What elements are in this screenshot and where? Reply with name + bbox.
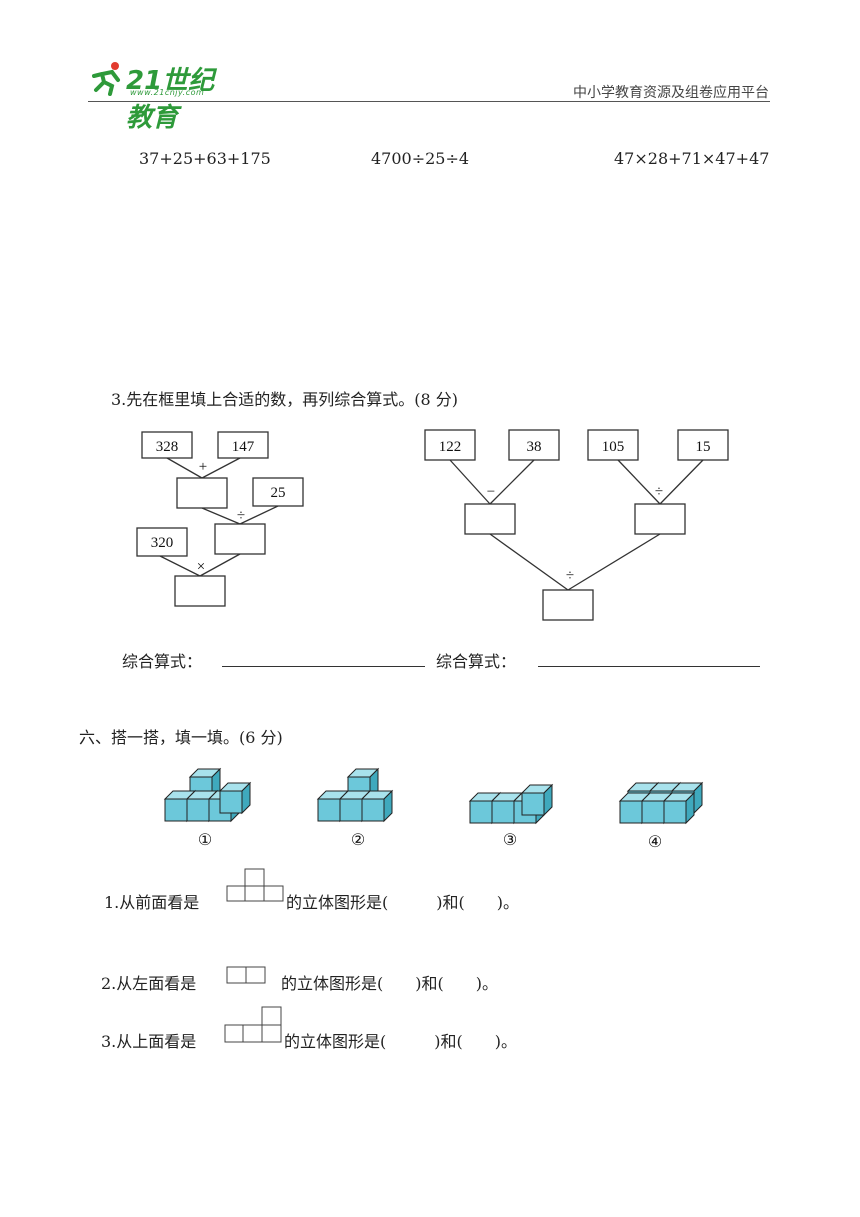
- formula-label-2: 综合算式：: [436, 652, 517, 671]
- calc-tree-1: 328 147 + 25 ÷ 320 ×: [136, 431, 304, 607]
- top-view-icon: [224, 1006, 282, 1043]
- tree2-op3: ÷: [566, 568, 574, 584]
- calc-tree-2: 122 38 − 105 15 ÷ ÷: [424, 429, 729, 621]
- expression-3: 47×28+71×47+47: [614, 149, 770, 168]
- tree2-blank-quotient[interactable]: [634, 503, 686, 535]
- tree1-box-25: [252, 477, 304, 507]
- s6-q2-suffix: 的立体图形是( )和( )。: [281, 974, 498, 993]
- tree2-blank-difference[interactable]: [464, 503, 516, 535]
- cube-figures: ① ② ③ ④: [164, 768, 703, 851]
- figure-label-4: ④: [648, 834, 662, 851]
- s6-q3-prefix: 3.从上面看是: [101, 1032, 197, 1051]
- expression-1: 37+25+63+175: [139, 149, 271, 168]
- tree2-n1: 122: [439, 439, 462, 455]
- s6-q1-suffix: 的立体图形是( )和( )。: [286, 893, 519, 912]
- tree2-op1: −: [487, 484, 495, 500]
- figure-3: [469, 784, 553, 824]
- tree1-n4: 320: [151, 535, 174, 551]
- tree2-n2: 38: [527, 439, 542, 455]
- figure-2: [317, 768, 393, 822]
- logo-url: www.21cnjy.com: [130, 88, 205, 97]
- tree2-op2: ÷: [655, 484, 663, 500]
- tree1-box-320: [136, 527, 188, 557]
- tree1-box-328: [141, 431, 193, 459]
- s6-q3-suffix: 的立体图形是( )和( )。: [284, 1032, 517, 1051]
- tree1-blank-sum[interactable]: [176, 477, 228, 509]
- tree1-op3: ×: [197, 559, 205, 575]
- logo: 21世纪教育 www.21cnjy.com: [90, 58, 240, 133]
- tree1-box-147: [217, 431, 269, 459]
- figure-label-2: ②: [351, 832, 365, 849]
- tree2-box-105: [587, 429, 639, 461]
- header-divider: [88, 101, 770, 102]
- tree2-box-38: [508, 429, 560, 461]
- tree1-op2: ÷: [237, 508, 245, 524]
- tree1-n1: 328: [156, 439, 179, 455]
- section-6-title: 六、搭一搭，填一填。(6 分): [79, 728, 283, 747]
- logo-text: 21世纪教育: [126, 66, 215, 133]
- tree1-op1: +: [199, 459, 207, 475]
- figure-label-3: ③: [503, 832, 517, 849]
- figure-1: [164, 768, 251, 822]
- formula-answer-line-1[interactable]: [222, 666, 425, 667]
- tree2-n3: 105: [602, 439, 625, 455]
- formula-answer-line-2[interactable]: [538, 666, 760, 667]
- tree1-blank-product[interactable]: [174, 575, 226, 607]
- tree1-n3: 25: [271, 485, 286, 501]
- tree2-blank-result[interactable]: [542, 589, 594, 621]
- tree2-box-122: [424, 429, 476, 461]
- expression-2: 4700÷25÷4: [371, 149, 470, 168]
- tree2-box-15: [677, 429, 729, 461]
- formula-label-1: 综合算式：: [122, 652, 203, 671]
- runner-logo-icon: [92, 62, 120, 96]
- s6-q1-prefix: 1.从前面看是: [104, 893, 200, 912]
- figure-label-1: ①: [198, 832, 212, 849]
- tree1-n2: 147: [232, 439, 255, 455]
- question-3-title: 3.先在框里填上合适的数，再列综合算式。(8 分): [111, 390, 459, 409]
- figure-4: [619, 782, 703, 824]
- s6-q2-prefix: 2.从左面看是: [101, 974, 197, 993]
- left-view-icon: [226, 966, 266, 984]
- tree2-n4: 15: [696, 439, 711, 455]
- front-view-icon: [226, 868, 284, 902]
- platform-name: 中小学教育资源及组卷应用平台: [573, 85, 769, 101]
- tree1-blank-quotient[interactable]: [214, 523, 266, 555]
